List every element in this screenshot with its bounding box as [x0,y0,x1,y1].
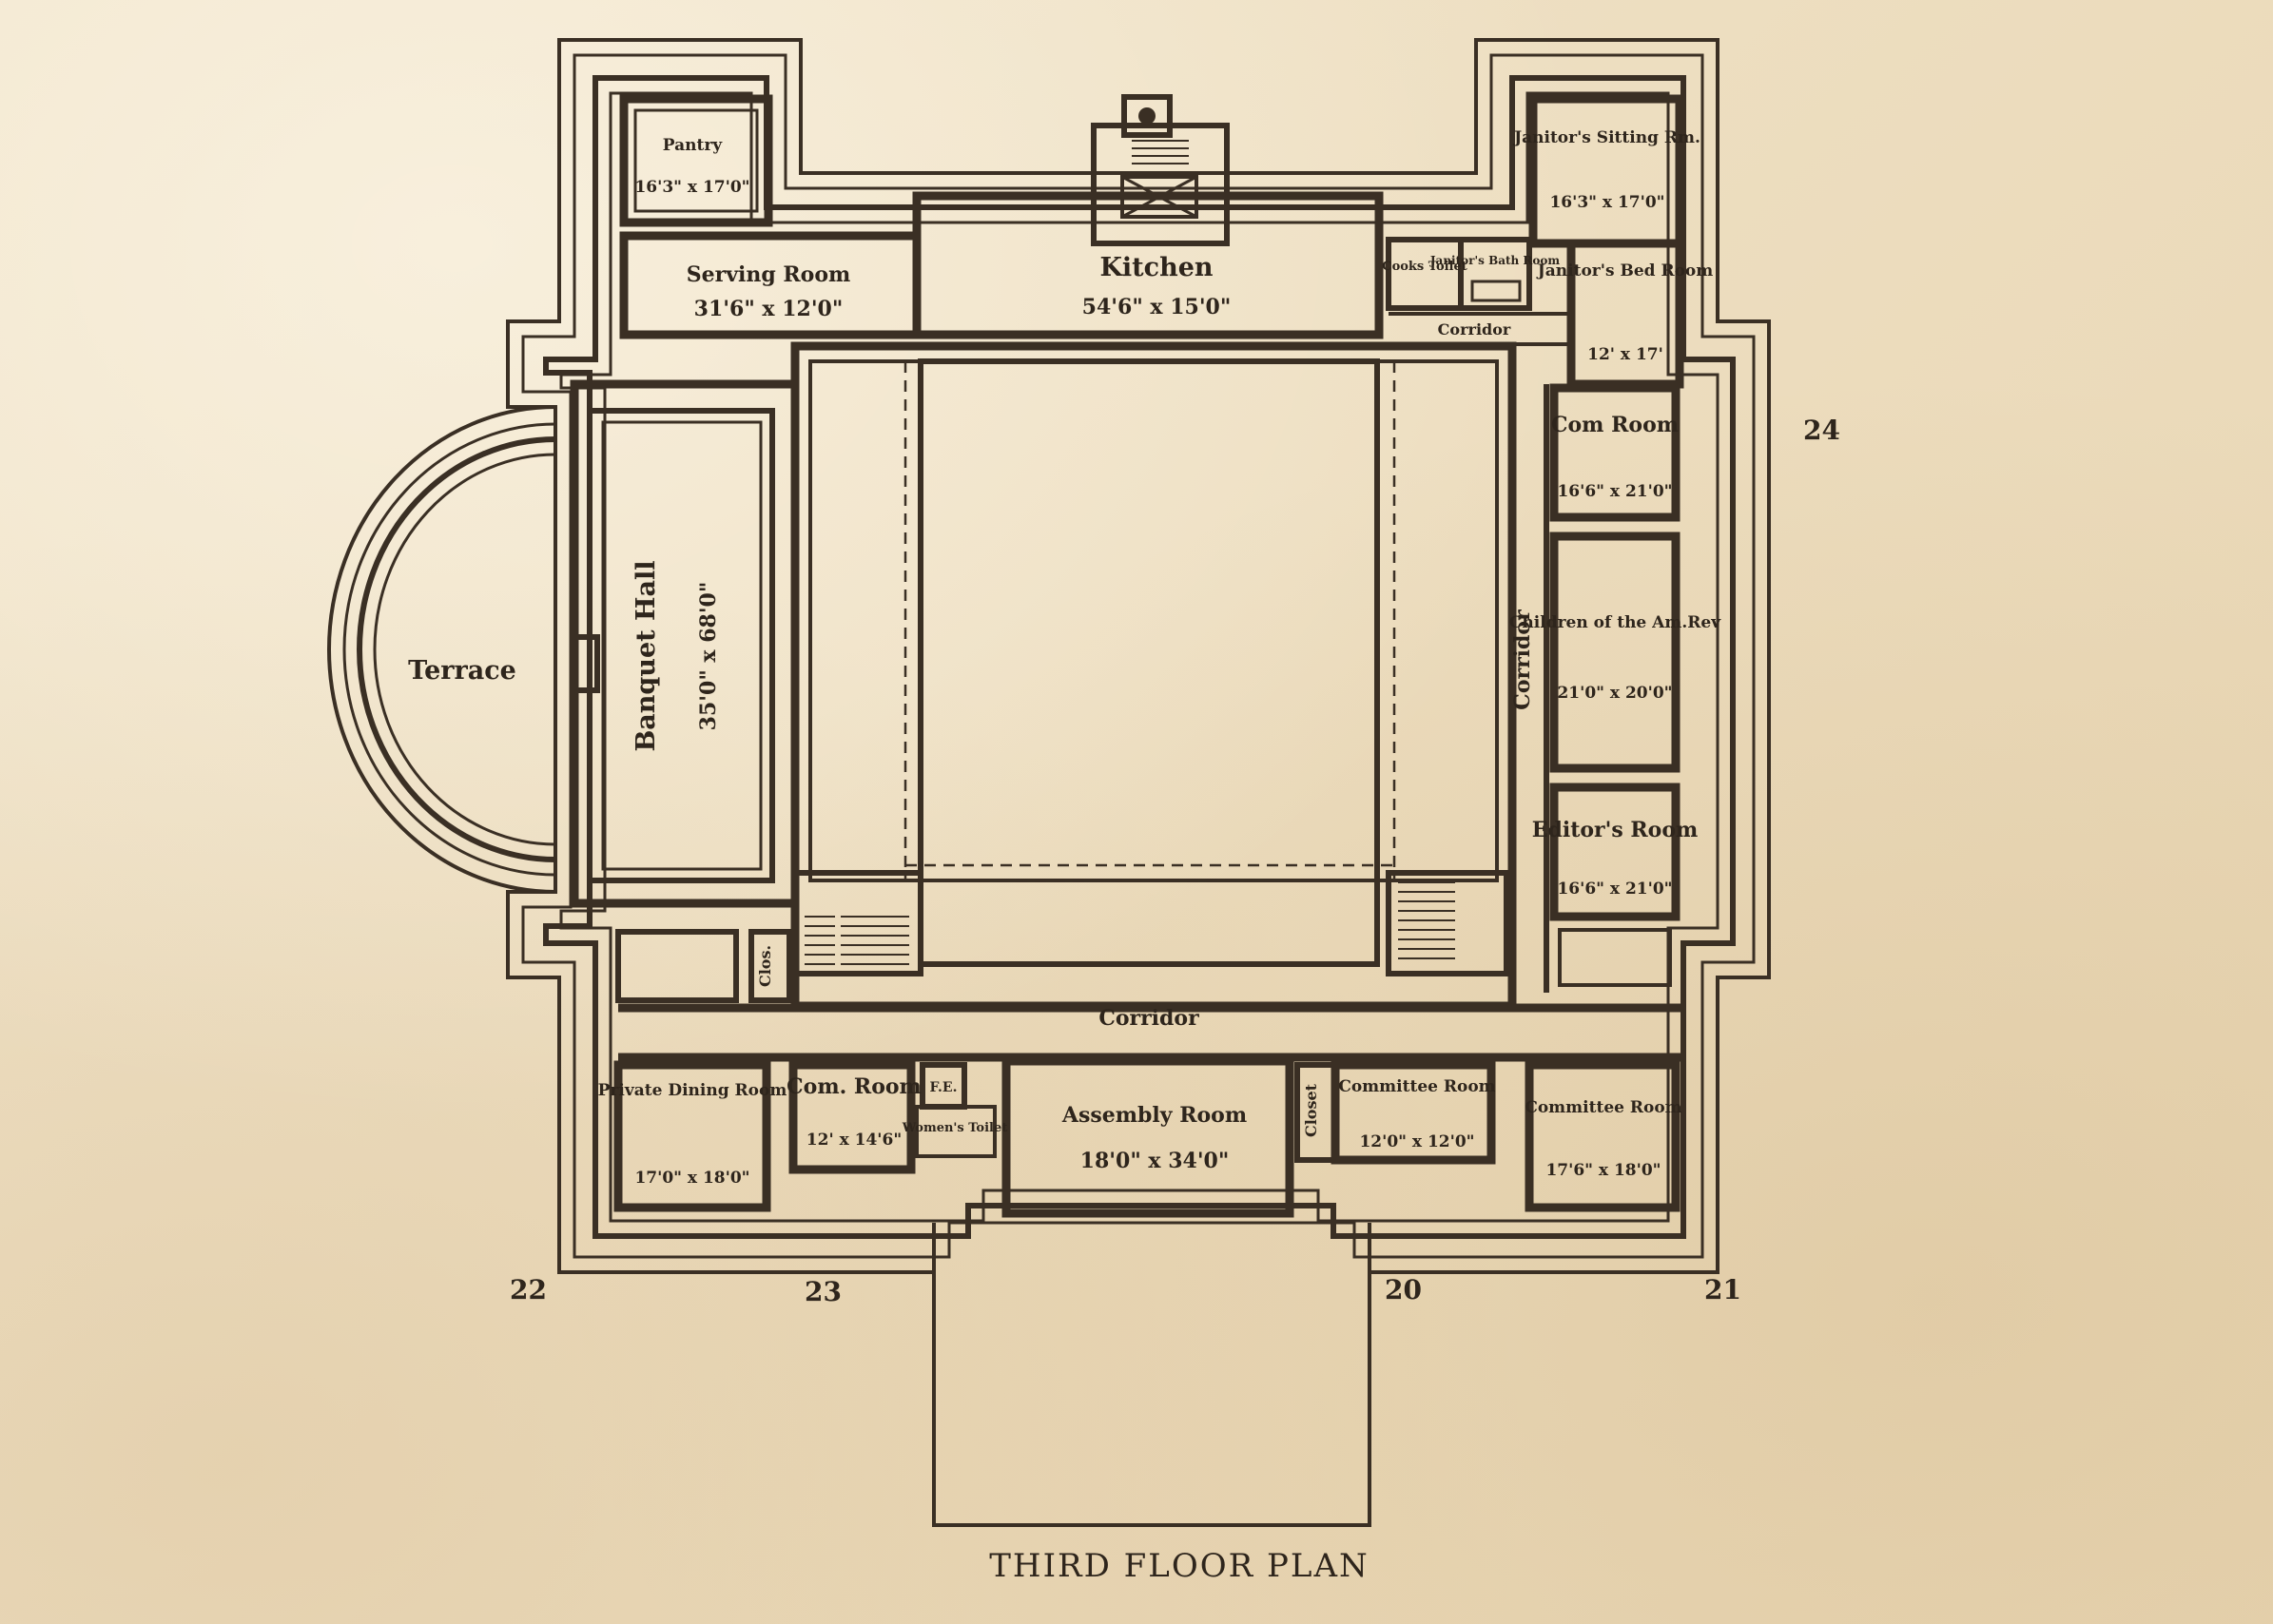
label-committee-room-1-size: 12'0" x 12'0" [1359,1132,1474,1151]
banquet-inner-wall [587,408,775,883]
tower-column [1138,107,1156,125]
banquet-inner-line [601,420,763,871]
terrace-arc-3 [357,436,556,862]
tower-cap [1121,94,1173,138]
label-fe: F.E. [930,1080,958,1095]
room-labels: Pantry 16'3" x 17'0" Serving Room 31'6" … [408,128,1721,1188]
bathtub [1470,280,1522,302]
south-porch [932,1223,1371,1527]
label-com-room-south-size: 12' x 14'6" [806,1131,902,1150]
label-womens-toilet: Women's Toilet [902,1121,1008,1135]
janitors-sitting-walls [1528,94,1684,248]
label-janitors-sitting: Janitor's Sitting Rm. [1512,128,1700,147]
committee-room-1-walls [1331,1060,1496,1165]
label-private-dining-size: 17'0" x 18'0" [634,1169,749,1188]
label-janitors-bath: Janitor's Bath Room [1429,254,1561,267]
stair-west-box [792,870,923,976]
pantry-inner [633,108,759,213]
label-committee-room-2: Committee Room [1525,1098,1681,1117]
banquet-hall [570,379,800,908]
label-terrace: Terrace [408,656,516,686]
committee-room-2-walls [1525,1060,1680,1212]
assembly-room-walls [1001,1056,1294,1218]
label-pantry-size: 16'3" x 17'0" [634,178,749,197]
label-janitors-bed-size: 12' x 17' [1587,345,1663,364]
label-banquet-hall-size: 35'0" x 68'0" [696,582,721,731]
east-toilets [1558,928,1672,987]
court-outer-wall [790,341,1517,1011]
label-assembly-room-size: 18'0" x 34'0" [1080,1149,1230,1173]
pantry-walls [619,94,773,227]
service-block [615,929,739,1003]
com-room-east-walls [1549,383,1680,522]
plan-title: THIRD FLOOR PLAN [989,1547,1370,1585]
grid-number-24: 24 [1803,415,1840,446]
label-clos: Clos. [756,945,774,987]
stair-west-treads [805,916,909,965]
label-private-dining: Private Dining Room [598,1081,787,1100]
grid-numbers: 24 22 23 20 21 [510,415,1840,1307]
label-corridor-main: Corridor [1098,1006,1199,1031]
terrace-arc-2 [342,422,556,877]
children-room-walls [1549,532,1680,773]
grid-number-23: 23 [805,1276,842,1307]
porch-outline [932,1223,1371,1527]
label-pantry: Pantry [663,136,724,155]
label-serving-room: Serving Room [687,262,851,287]
label-banquet-hall: Banquet Hall [631,560,661,751]
label-janitors-bed: Janitor's Bed Room [1536,261,1714,280]
central-court [790,341,1517,1011]
grid-number-20: 20 [1385,1274,1422,1305]
label-kitchen: Kitchen [1099,253,1213,282]
kitchen-walls [912,191,1384,339]
label-com-room-east: Com Room [1551,413,1679,437]
outer-outline-line-3 [543,75,1736,1239]
cooks-toilet-walls [1386,237,1464,311]
terrace-shape [327,405,556,894]
label-corridor-top: Corridor [1438,320,1511,338]
janitors-bath-walls [1458,237,1532,311]
label-serving-room-size: 31'6" x 12'0" [694,297,844,321]
label-editors-room: Editor's Room [1532,818,1699,842]
terrace-arc-outer [327,405,556,894]
tower-stair-treads [1132,140,1189,164]
stair-west [792,870,923,976]
stair-east-box [1386,870,1509,976]
label-children-room: Children of the Am.Rev [1509,613,1721,632]
label-closet: Closet [1302,1083,1320,1137]
label-cooks-toilet: Cooks Toilet [1382,260,1467,274]
private-dining-walls [613,1060,771,1212]
label-corridor-east: Corridor [1510,609,1535,710]
label-com-room-east-size: 16'6" x 21'0" [1557,482,1672,501]
clos-walls [748,929,792,1003]
tower-body [1091,123,1230,246]
label-com-room-south: Com. Room [787,1074,922,1099]
label-kitchen-size: 54'6" x 15'0" [1082,295,1232,319]
editors-room-walls [1549,783,1680,921]
label-committee-room-1: Committee Room [1338,1077,1495,1096]
label-assembly-room: Assembly Room [1061,1103,1247,1128]
womens-toilet-walls [915,1105,997,1158]
com-room-south-walls [788,1060,916,1174]
label-editors-room-size: 16'6" x 21'0" [1557,880,1672,899]
stair-east [1386,870,1509,976]
label-janitors-sitting-size: 16'3" x 17'0" [1549,193,1664,212]
terrace-arc-4 [373,453,556,846]
grid-number-21: 21 [1704,1274,1741,1305]
label-committee-room-2-size: 17'6" x 18'0" [1545,1161,1661,1180]
court-light-well [918,358,1380,967]
label-children-room-size: 21'0" x 20'0" [1557,684,1672,703]
banquet-fireplace [572,634,600,693]
stair-east-treads [1398,881,1455,959]
grid-number-22: 22 [510,1274,547,1305]
